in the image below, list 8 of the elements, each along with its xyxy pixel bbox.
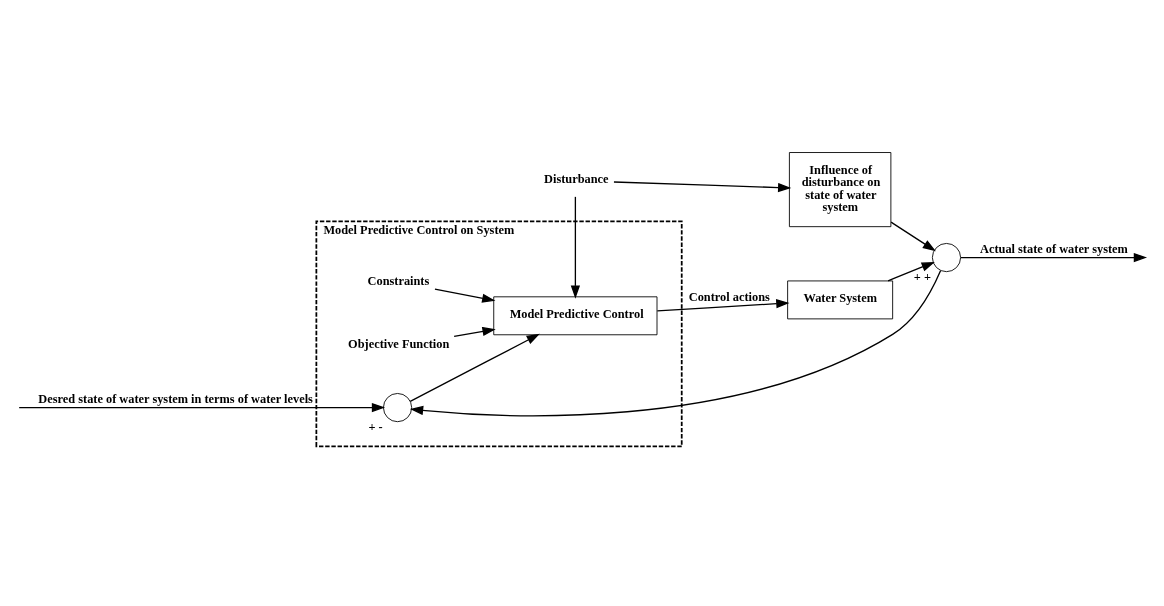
- node-label: + -: [368, 419, 383, 434]
- node-label: + +: [913, 269, 931, 284]
- edge-label: Control actions: [688, 289, 770, 304]
- edge-label: Actual state of water system: [980, 242, 1128, 257]
- node-text: Disturbance: [544, 172, 609, 187]
- node-text: Constraints: [367, 273, 430, 288]
- node-text: Objective Function: [348, 337, 450, 352]
- edge-label: Desred state of water system in terms of water levels: [38, 392, 313, 407]
